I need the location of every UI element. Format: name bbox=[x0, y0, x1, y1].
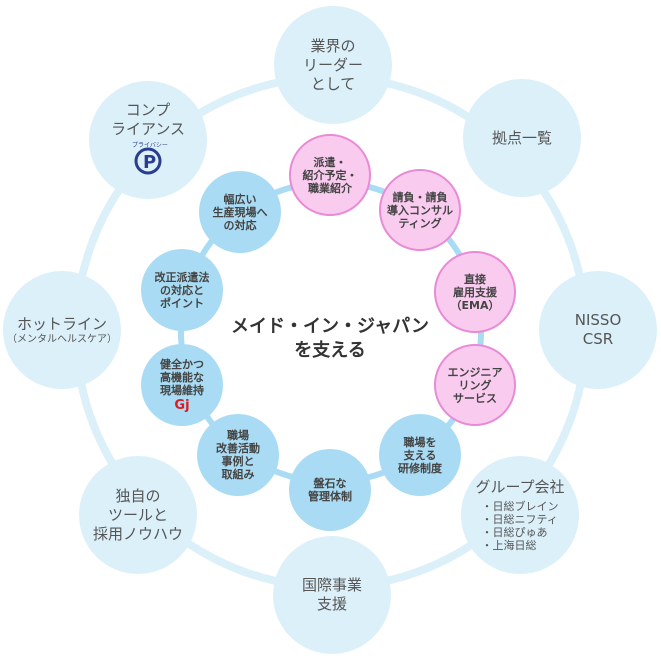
node-label: の対応 bbox=[223, 218, 257, 232]
node-label: 請負・請負 bbox=[392, 190, 448, 204]
node-label: 職場 bbox=[227, 429, 249, 442]
node-label: 高機能な bbox=[160, 371, 204, 384]
outer-node-intl[interactable]: 国際事業支援 bbox=[273, 536, 391, 654]
node-label: 雇用支援 bbox=[453, 285, 497, 299]
node-label: 幅広い bbox=[223, 192, 257, 206]
outer-node-tools[interactable]: 独自のツールと採用ノウハウ bbox=[79, 456, 197, 574]
group-company-item[interactable]: ・日総ニフティ bbox=[481, 513, 558, 526]
node-label: ポイント bbox=[160, 296, 204, 310]
node-label: サービス bbox=[453, 391, 497, 405]
node-label: 支える bbox=[403, 448, 437, 462]
node-label: 研修制度 bbox=[398, 461, 442, 475]
node-label: 直接 bbox=[464, 272, 486, 286]
node-label: ティング bbox=[398, 216, 442, 230]
node-label: 職業紹介 bbox=[308, 181, 352, 195]
node-label: 現場維持 bbox=[160, 384, 204, 397]
node-label: リーダー bbox=[302, 55, 363, 74]
outer-node-hotline[interactable]: ホットライン（メンタルヘルスケア） bbox=[3, 271, 121, 389]
node-label: 取組み bbox=[221, 468, 255, 481]
node-label: 職場を bbox=[403, 435, 437, 449]
group-company-item[interactable]: ・日総ぴゅあ bbox=[481, 526, 548, 539]
node-label: 紹介予定・ bbox=[302, 168, 358, 182]
center-title: メイド・イン・ジャパン を支える bbox=[215, 315, 445, 363]
node-label: エンジニア bbox=[447, 365, 503, 379]
node-label: 業界の bbox=[310, 36, 356, 55]
node-label: 国際事業 bbox=[301, 576, 362, 594]
node-label: 生産現場へ bbox=[212, 205, 268, 219]
inner-node-0[interactable]: 派遣・紹介予定・職業紹介 bbox=[289, 134, 371, 216]
node-label: グループ会社 bbox=[475, 478, 565, 496]
center-line-1: メイド・イン・ジャパン bbox=[231, 316, 429, 337]
inner-node-6[interactable]: 職場改善活動事例と取組み bbox=[197, 414, 279, 496]
node-label: リング bbox=[458, 378, 492, 392]
node-label: 拠点一覧 bbox=[491, 128, 552, 147]
node-label: ツールと bbox=[107, 505, 168, 524]
outer-node-group[interactable]: グループ会社・日総ブレイン・日総ニフティ・日総ぴゅあ・上海日総 bbox=[461, 456, 579, 574]
group-company-item[interactable]: ・日総ブレイン bbox=[481, 500, 559, 513]
privacy-mark-icon: P プライバシー bbox=[128, 139, 168, 180]
node-label: の対応と bbox=[160, 283, 204, 297]
svg-text:プライバシー: プライバシー bbox=[132, 142, 168, 149]
inner-node-9[interactable]: 幅広い生産現場への対応 bbox=[199, 171, 281, 253]
node-label: 盤石な bbox=[313, 477, 347, 490]
outer-node-compliance[interactable]: コンプライアンス P プライバシー bbox=[89, 81, 207, 199]
inner-node-8[interactable]: 改正派遣法の対応とポイント bbox=[141, 249, 223, 331]
group-company-list: ・日総ブレイン・日総ニフティ・日総ぴゅあ・上海日総 bbox=[482, 500, 559, 552]
center-line-2: を支える bbox=[294, 340, 366, 361]
node-label: 採用ノウハウ bbox=[92, 524, 183, 543]
node-label: コンプ bbox=[125, 100, 171, 119]
node-label: 改正派遣法 bbox=[154, 270, 210, 284]
outer-node-leader[interactable]: 業界のリーダーとして bbox=[274, 6, 392, 124]
node-label: 健全かつ bbox=[160, 358, 204, 371]
inner-node-2[interactable]: 直接雇用支援（EMA） bbox=[434, 251, 516, 333]
node-label: CSR bbox=[582, 330, 614, 348]
inner-node-4[interactable]: 職場を支える研修制度 bbox=[379, 414, 461, 496]
node-label: NISSO bbox=[574, 311, 622, 329]
svg-text:P: P bbox=[143, 152, 156, 173]
node-label: として bbox=[310, 74, 356, 93]
node-label: 支援 bbox=[316, 595, 347, 613]
node-label: 改善活動 bbox=[216, 442, 260, 455]
node-label: 事例と bbox=[221, 455, 255, 468]
node-label: ライアンス bbox=[110, 119, 186, 138]
node-label: 独自の bbox=[115, 486, 161, 505]
node-label: ホットライン bbox=[16, 314, 107, 333]
node-sublabel: （メンタルヘルスケア） bbox=[7, 333, 117, 345]
node-label: （EMA） bbox=[450, 298, 500, 312]
node-label: 管理体制 bbox=[308, 490, 352, 503]
node-label: 導入コンサル bbox=[387, 203, 453, 217]
outer-node-locations[interactable]: 拠点一覧 bbox=[463, 79, 581, 197]
gj-logo-icon: Gj bbox=[174, 398, 190, 413]
inner-node-5[interactable]: 盤石な管理体制 bbox=[289, 449, 371, 531]
node-label: 派遣・ bbox=[313, 155, 347, 169]
inner-node-1[interactable]: 請負・請負導入コンサルティング bbox=[379, 169, 461, 251]
inner-node-3[interactable]: エンジニアリングサービス bbox=[434, 344, 516, 426]
group-company-item[interactable]: ・上海日総 bbox=[481, 539, 537, 552]
